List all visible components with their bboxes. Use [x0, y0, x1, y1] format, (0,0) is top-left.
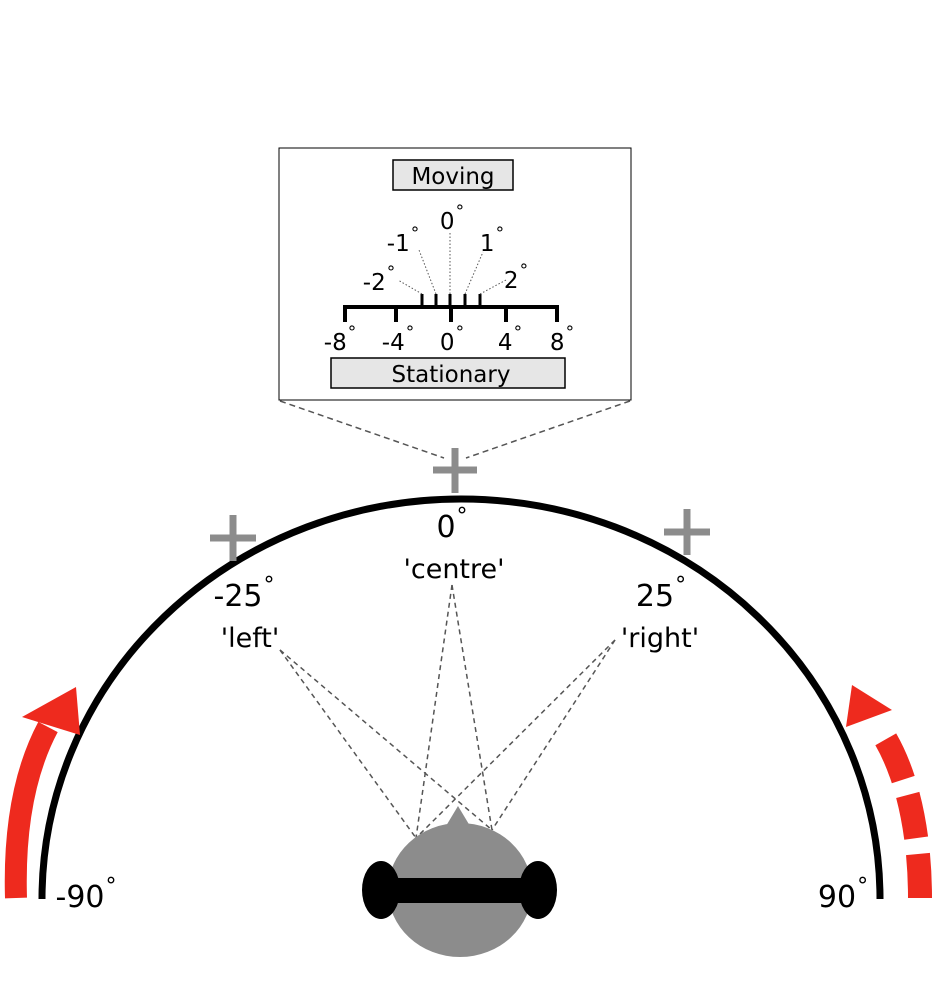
sightline-centre-to-right-ear: [451, 584, 493, 831]
moving-tick-label: -2°: [363, 263, 395, 296]
azimuth-arc: [38, 495, 884, 900]
right-arrow-head: [846, 685, 892, 727]
centre-name-label: 'centre': [403, 554, 504, 585]
stationary-tick-label: -4°: [382, 323, 414, 356]
sightline-left-to-left-ear: [279, 649, 417, 839]
marker-right-plus: [664, 509, 710, 555]
zoom-line-right: [465, 400, 631, 459]
moving-tick-label: 1°: [480, 224, 504, 257]
left-motion-arrow: [4, 687, 80, 899]
stationary-label: Stationary: [392, 362, 511, 388]
stationary-tick-label: -8°: [324, 323, 356, 356]
left-arrow-head: [22, 687, 80, 735]
sightline-left-to-right-ear: [279, 649, 493, 831]
nose-shape: [446, 806, 470, 826]
headphone-left-cup: [362, 861, 400, 919]
moving-tick-marks: [420, 294, 482, 307]
left-arrow-shaft: [4, 721, 58, 899]
stationary-tick-marks: [343, 305, 559, 322]
speaker-markers: [210, 448, 710, 561]
moving-tick-label: -1°: [387, 224, 419, 257]
centre-angle-label: 0°: [436, 504, 467, 545]
marker-left-plus: [210, 515, 256, 561]
moving-tick-label: 0°: [440, 202, 464, 235]
moving-tick-labels: -2° -1° 0° 1° 2°: [363, 202, 528, 296]
extreme-right-angle-label: 90°: [818, 874, 868, 915]
right-motion-arrow: [846, 685, 932, 899]
zoom-connector-lines: [279, 400, 631, 459]
inset-panel: Moving Stationary: [278, 147, 632, 401]
left-name-label: 'left': [221, 623, 280, 654]
sightline-right-to-right-ear: [491, 639, 616, 831]
leader-1: [464, 251, 484, 295]
headphone-band: [378, 878, 544, 903]
sightlines: [279, 584, 616, 839]
leader-2: [479, 279, 507, 295]
right-name-label: 'right': [621, 623, 699, 654]
extreme-left-angle-label: -90°: [56, 874, 117, 915]
stationary-label-box: [330, 357, 566, 389]
position-labels: 0° 'centre' -25° 'left' 25° 'right': [214, 504, 700, 654]
stationary-tick-label: 4°: [498, 323, 522, 356]
stationary-tick-label: 0°: [440, 323, 464, 356]
right-angle-label: 25°: [636, 573, 686, 614]
moving-label-box: [392, 159, 514, 191]
stationary-tick-label: 8°: [550, 323, 574, 356]
sightline-centre-to-left-ear: [415, 584, 453, 839]
moving-label: Moving: [411, 164, 494, 190]
left-angle-label: -25°: [214, 573, 275, 614]
leader-minus2: [397, 279, 423, 295]
stationary-tick-labels: -8° -4° 0° 4° 8°: [324, 323, 574, 356]
listener-head: [362, 806, 557, 957]
marker-centre-plus: [433, 448, 477, 493]
zoom-line-left: [279, 400, 445, 459]
moving-tick-label: 2°: [504, 261, 528, 294]
leader-minus1: [418, 249, 437, 295]
moving-leader-lines: [397, 232, 507, 295]
sightline-right-to-left-ear: [415, 639, 616, 839]
headphone-right-cup: [519, 861, 557, 919]
right-arrow-shaft: [869, 723, 932, 899]
